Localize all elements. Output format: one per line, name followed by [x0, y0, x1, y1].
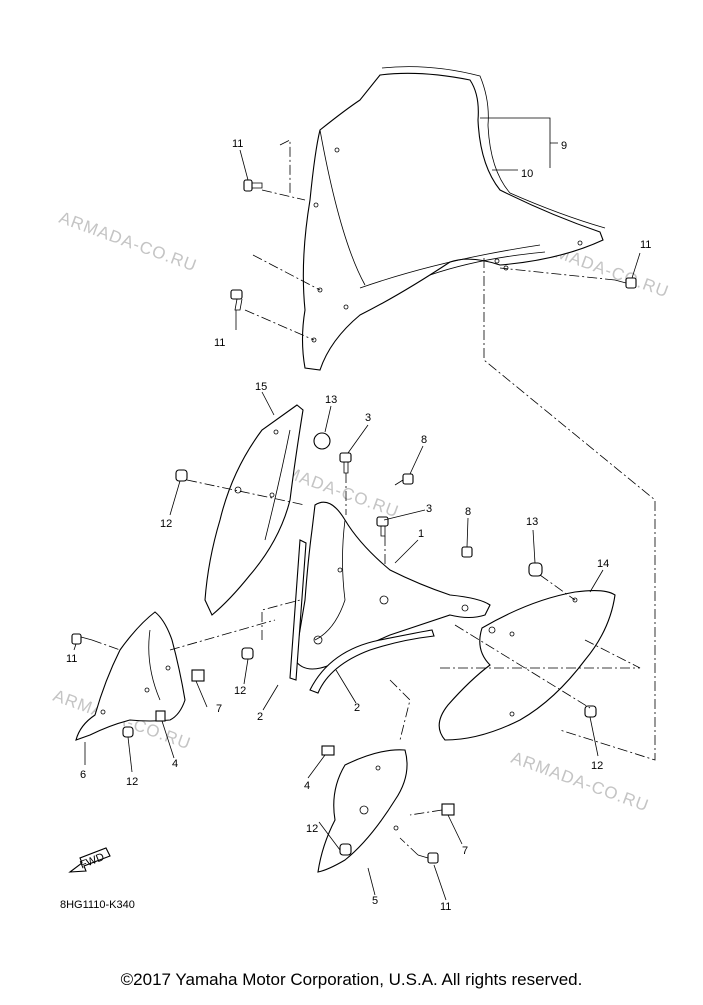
screw-11-left [230, 289, 243, 311]
callout-2: 2 [354, 702, 360, 714]
lower-cowl-5 [317, 749, 408, 873]
screw-11-lower-left [71, 633, 93, 645]
grommet-13-right [528, 562, 543, 577]
callout-5: 5 [372, 895, 378, 907]
collar-12-bottom [339, 843, 352, 856]
callout-11: 11 [440, 901, 451, 913]
collar-12-left [122, 726, 134, 738]
callout-11: 11 [640, 239, 651, 251]
callout-12: 12 [160, 518, 172, 530]
callout-1: 1 [418, 528, 424, 540]
inner-panel-15 [204, 404, 304, 616]
callout-4: 4 [304, 780, 310, 792]
callout-7: 7 [462, 845, 468, 857]
screw-3-b [376, 516, 389, 537]
copyright-notice: ©2017 Yamaha Motor Corporation, U.S.A. A… [120, 970, 583, 989]
callout-12: 12 [234, 685, 246, 697]
callout-12: 12 [306, 823, 318, 835]
collar-12-mid [241, 647, 254, 660]
clip-4-bottom [321, 745, 335, 756]
callout-8: 8 [465, 506, 471, 518]
callout-7: 7 [216, 703, 222, 715]
screw-3-a [339, 452, 352, 474]
callout-6: 6 [80, 769, 86, 781]
clip-7-bottom [441, 803, 455, 816]
windscreen [301, 66, 606, 371]
callout-10: 10 [521, 168, 533, 180]
watermark: ARMADA-CO.RU [509, 748, 652, 816]
trim-2 [289, 539, 435, 694]
screw-11-right [614, 277, 637, 289]
callout-3: 3 [365, 412, 371, 424]
callout-15: 15 [255, 381, 267, 393]
callout-13: 13 [325, 394, 337, 406]
leader-lines [73, 149, 641, 901]
diagram-code: 8HG1110-K340 [60, 899, 135, 911]
side-cover-14 [438, 589, 616, 741]
callout-12: 12 [591, 760, 603, 772]
callout-2: 2 [257, 711, 263, 723]
callout-12: 12 [126, 776, 138, 788]
callout-9: 9 [561, 140, 567, 152]
collar-12-right [584, 705, 597, 718]
callout-14: 14 [597, 558, 609, 570]
callout-8: 8 [421, 434, 427, 446]
screw-11-top-left [243, 179, 263, 192]
callouts: 9 10 11 11 11 15 13 3 8 3 1 8 13 14 12 1… [66, 138, 651, 913]
callout-3: 3 [426, 503, 432, 515]
watermark: ARMADA-CO.RU [57, 208, 200, 276]
callout-11: 11 [66, 653, 77, 665]
clip-7-left [191, 669, 205, 682]
clip-4-left [155, 710, 166, 722]
grommet-13-top [313, 432, 331, 450]
fwd-label: FWD [78, 851, 106, 872]
main-cowl-1 [294, 501, 491, 670]
fwd-arrow-icon: FWD [68, 847, 111, 873]
collar-12 [175, 469, 188, 482]
callout-13: 13 [526, 516, 538, 528]
screw-8-b [461, 546, 473, 558]
screw-8-a [394, 473, 414, 486]
callout-11: 11 [232, 138, 243, 150]
side-panel-6 [75, 611, 186, 741]
callout-11: 11 [214, 337, 225, 349]
screw-11-bottom [417, 852, 439, 864]
callout-4: 4 [172, 758, 178, 770]
